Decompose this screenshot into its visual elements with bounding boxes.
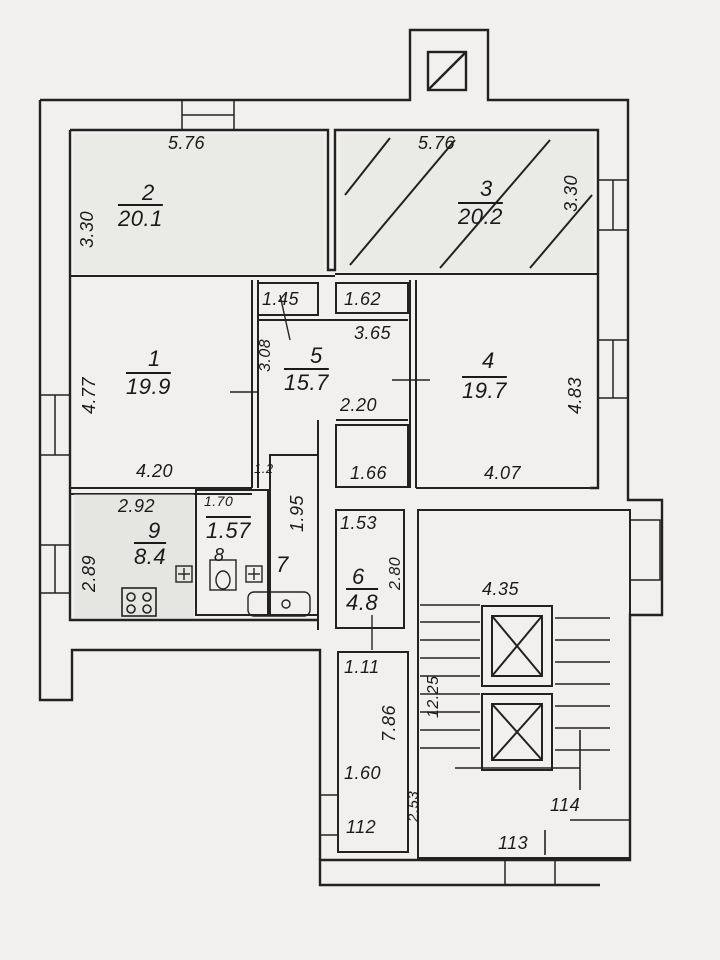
sink-icon [175,565,263,583]
inner-wall [70,128,600,490]
vent-shaft [426,50,468,92]
room-6-box [335,509,405,629]
window-112 [319,794,339,836]
room-3-width: 5.76 [418,133,456,153]
room-6-width: 1.53 [340,513,378,533]
label-112: 112 [346,817,377,837]
room-6-area: 4.8 [346,590,379,615]
room-7-height: 1.95 [287,494,307,532]
room-5-number: 5 [310,343,323,368]
wc-area [195,489,269,616]
dim-162: 1.62 [344,289,382,309]
room-8-number: 8 [214,545,225,565]
window-stair [629,519,661,581]
label-113: 113 [498,833,529,853]
room-2-number: 2 [142,180,155,205]
dim-1225: 12.25 [425,675,442,718]
hatching-room-3 [344,137,593,269]
room-3-area: 20.2 [458,204,503,229]
dim-111: 1.11 [344,657,380,677]
room-8-area: 1.57 [206,518,251,543]
room-9-height: 2.89 [79,554,99,592]
room-9-width: 2.92 [118,496,156,516]
stove-icon [121,587,157,617]
closet-145 [257,282,319,316]
room-1-area: 19.9 [126,374,171,399]
inner-wall-left [68,130,318,622]
outer-wall-left [38,100,322,860]
room-5-area: 15.7 [284,370,329,395]
room-5-dim-bottom: 2.20 [340,395,378,415]
room-8-small: 1.2 [254,461,274,476]
room-3-number: 3 [480,176,493,201]
closet-162 [335,282,409,314]
room-4-number: 4 [482,348,495,373]
bath-area [269,454,319,616]
room-4-width: 4.07 [484,463,522,483]
dim-435: 4.35 [482,579,520,599]
room-7-number: 7 [276,552,289,577]
room-8-width: 1.70 [204,493,234,509]
room-2-width: 5.76 [168,133,206,153]
room-5-dim-top: 3.65 [354,323,392,343]
room-2-area: 20.1 [118,206,163,231]
dim-166: 1.66 [350,463,388,483]
room-2-height: 3.30 [77,210,97,248]
room-6-height: 2.80 [387,556,404,590]
corridor-111 [337,651,409,853]
toilet-icon [209,559,237,591]
outer-wall [40,28,664,887]
dim-160: 1.60 [344,763,382,783]
room-9-area: 8.4 [134,544,167,569]
room-5-dim-side: 3.08 [257,338,274,372]
label-114: 114 [550,795,581,815]
dim-145: 1.45 [262,289,300,309]
room-9-number: 9 [148,518,161,543]
elevator-1 [481,605,553,687]
room-6-number: 6 [352,564,365,589]
stair-hall [417,509,631,859]
dim-253: 2.53 [405,790,422,822]
room-1-width: 4.20 [136,461,174,481]
window-bottom [504,859,556,886]
stairs [420,604,610,855]
elevator-2 [481,693,553,771]
dim-786: 7.86 [379,704,399,742]
kitchen-shade [74,494,194,618]
room-1-number: 1 [148,346,161,371]
room-1-height: 4.77 [79,376,99,414]
room-4-height: 4.83 [565,376,585,414]
closet-166 [335,424,409,488]
room-4-area: 19.7 [462,378,507,403]
bathtub-icon [247,591,311,617]
room-3-height: 3.30 [561,174,581,212]
